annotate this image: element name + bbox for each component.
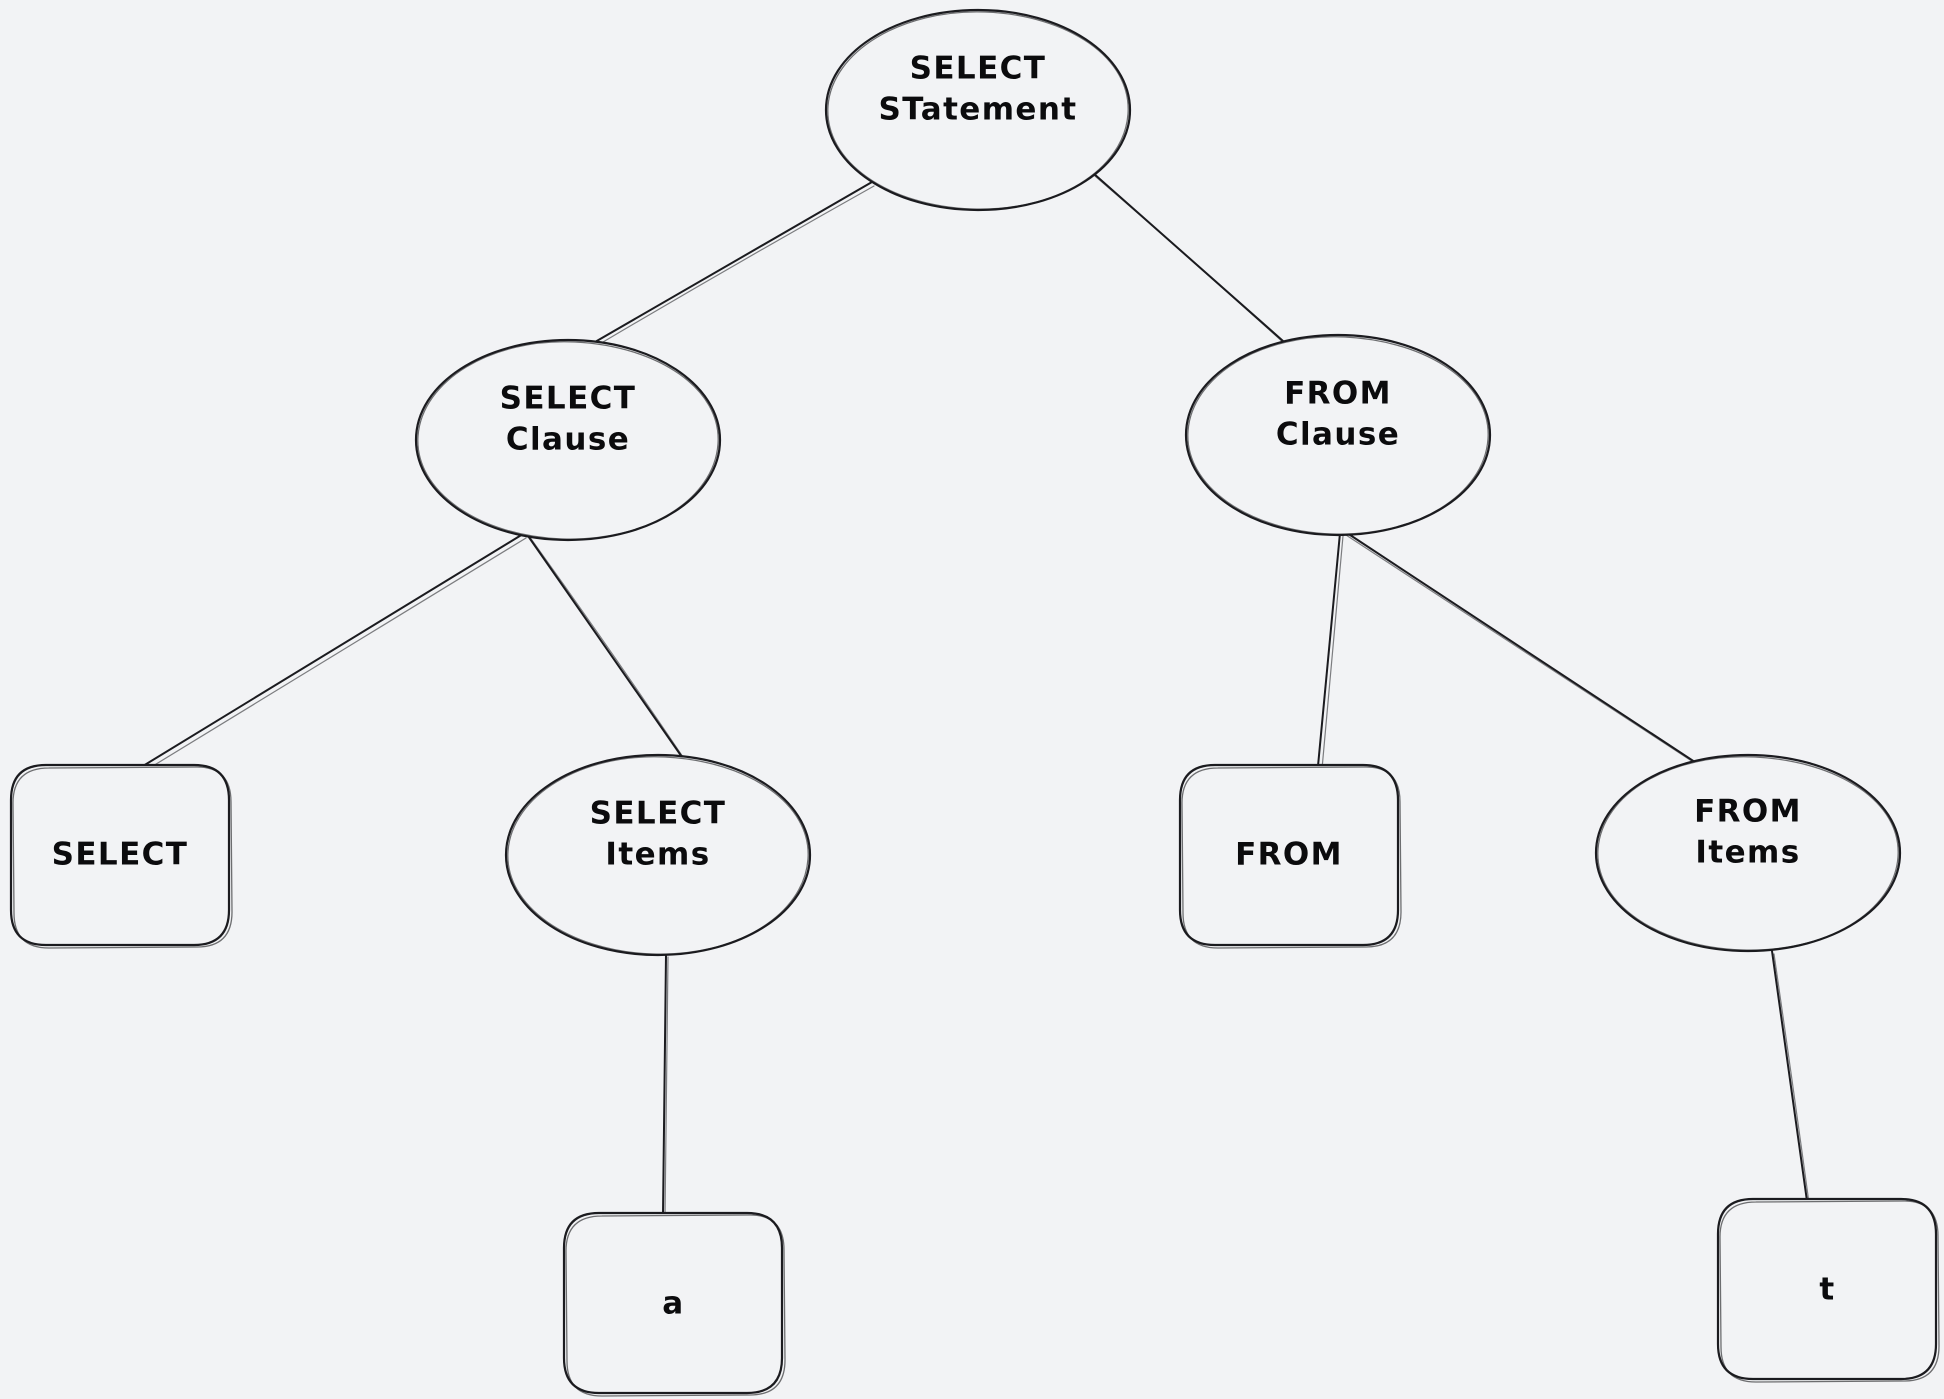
- edge-select-clause-to-select-terminal: [142, 533, 527, 770]
- node-from-clause-line2: Clause: [1276, 417, 1400, 453]
- node-column-a[interactable]: a: [562, 1211, 786, 1397]
- node-select-clause-line2: Clause: [506, 422, 630, 458]
- node-from-items-line2: Items: [1695, 835, 1800, 871]
- node-from-clause-line1: FROM: [1284, 376, 1392, 412]
- node-from-items-line1: FROM: [1694, 794, 1802, 830]
- edge-root-to-from-clause: [1092, 172, 1286, 345]
- edge-root-to-select-clause: [594, 181, 875, 346]
- node-from-terminal-label: FROM: [1235, 837, 1343, 873]
- node-table-t[interactable]: t: [1716, 1197, 1940, 1383]
- node-select-items-line1: SELECT: [590, 796, 727, 832]
- edge-select-items-to-column-a: [662, 954, 669, 1218]
- edges-layer: [142, 172, 1810, 1218]
- nodes-layer: SELECT STatement SELECT Clause FROM Clau…: [9, 8, 1940, 1397]
- edge-from-items-to-table-t: [1771, 950, 1810, 1204]
- edge-from-clause-to-from-terminal: [1317, 532, 1344, 770]
- node-select-clause[interactable]: SELECT Clause: [414, 338, 722, 542]
- node-select-terminal-label: SELECT: [52, 837, 189, 873]
- node-column-a-label: a: [662, 1286, 683, 1322]
- node-select-statement-line1: SELECT: [910, 51, 1047, 87]
- edge-from-clause-to-from-items: [1343, 530, 1711, 774]
- node-table-t-label: t: [1819, 1272, 1834, 1308]
- node-select-items[interactable]: SELECT Items: [504, 753, 812, 957]
- node-select-statement[interactable]: SELECT STatement: [824, 8, 1132, 212]
- node-select-clause-line1: SELECT: [500, 381, 637, 417]
- node-from-items[interactable]: FROM Items: [1594, 753, 1902, 953]
- node-select-statement-line2: STatement: [878, 92, 1077, 128]
- node-from-clause[interactable]: FROM Clause: [1184, 333, 1492, 537]
- node-from-terminal[interactable]: FROM: [1178, 763, 1402, 949]
- node-select-items-line2: Items: [605, 837, 710, 873]
- edge-select-clause-to-select-items: [525, 532, 686, 761]
- node-select-terminal[interactable]: SELECT: [9, 763, 233, 949]
